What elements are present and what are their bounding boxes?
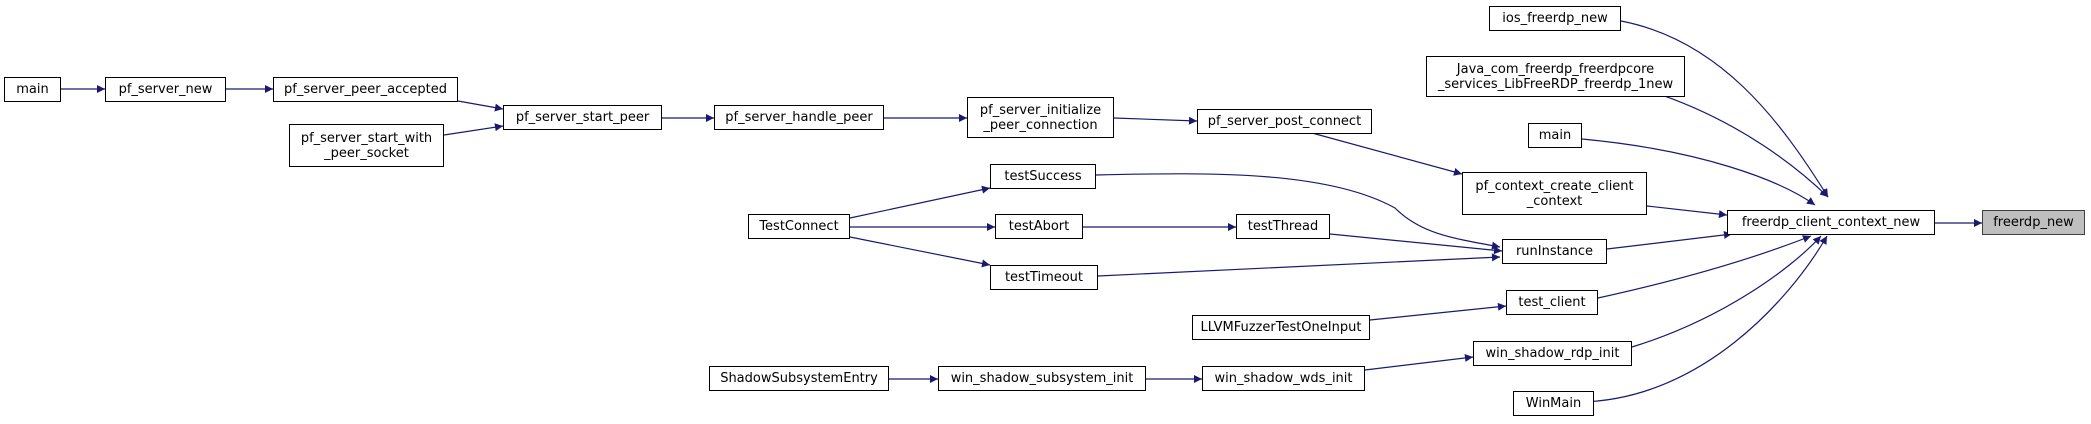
edge-ios-freerdp-new-to-client-context-new	[1620, 20, 1829, 198]
edge-wds-init-to-rdp-init	[1364, 353, 1474, 371]
node-pf-server-post-connect[interactable]: pf_server_post_connect	[1197, 109, 1372, 134]
edge-initialize-peer-connection-to-post-connect	[1113, 116, 1198, 125]
node-run-instance[interactable]: runInstance	[1502, 239, 1607, 264]
node-freerdp-client-context-new[interactable]: freerdp_client_context_new	[1727, 210, 1935, 235]
edge-test-client-to-client-context-new	[1597, 235, 1812, 299]
node-pf-server-start-with-peer-socket[interactable]: pf_server_start_with _peer_socket	[289, 124, 444, 167]
node-ios-freerdp-new[interactable]: ios_freerdp_new	[1489, 6, 1621, 31]
node-freerdp-new: freerdp_new	[1982, 210, 2085, 235]
node-winmain[interactable]: WinMain	[1513, 391, 1594, 416]
edge-start-with-peer-socket-to-start-peer	[443, 123, 504, 136]
node-pf-server-start-peer[interactable]: pf_server_start_peer	[503, 105, 662, 130]
edge-winmain-to-client-context-new	[1579, 235, 1828, 403]
node-llvm-fuzzer-test-one-input[interactable]: LLVMFuzzerTestOneInput	[1192, 315, 1370, 340]
edge-post-connect-to-create-client-context	[1311, 132, 1463, 176]
node-test-timeout[interactable]: testTimeout	[990, 265, 1098, 290]
node-win-shadow-wds-init[interactable]: win_shadow_wds_init	[1202, 366, 1365, 391]
node-test-success[interactable]: testSuccess	[990, 164, 1096, 189]
edge-run-instance-to-client-context-new	[1606, 230, 1733, 250]
node-main-right[interactable]: main	[1528, 123, 1582, 148]
node-test-client[interactable]: test_client	[1506, 290, 1598, 315]
node-pf-context-create-client-context[interactable]: pf_context_create_client _context	[1462, 172, 1647, 215]
node-test-abort[interactable]: testAbort	[995, 214, 1083, 239]
edge-llvm-fuzzer-to-test-client	[1369, 302, 1507, 321]
node-test-connect[interactable]: TestConnect	[748, 214, 850, 239]
edge-test-success-to-run-instance	[1095, 173, 1501, 250]
edge-java-freerdp-new-to-client-context-new	[1649, 90, 1829, 198]
node-java-freerdp-new[interactable]: Java_com_freerdp_freerdpcore _services_L…	[1426, 56, 1685, 97]
node-win-shadow-subsystem-init[interactable]: win_shadow_subsystem_init	[938, 366, 1146, 391]
node-shadow-subsystem-entry[interactable]: ShadowSubsystemEntry	[709, 366, 889, 391]
node-pf-server-initialize-peer-connection[interactable]: pf_server_initialize _peer_connection	[967, 97, 1114, 138]
edge-peer-accepted-to-start-peer	[457, 100, 504, 112]
edge-test-connect-to-test-success	[849, 185, 991, 219]
edge-main-right-to-client-context-new	[1581, 138, 1816, 206]
edge-test-timeout-to-run-instance	[1097, 253, 1501, 277]
edge-create-client-context-to-client-context-new	[1646, 205, 1728, 219]
node-pf-server-handle-peer[interactable]: pf_server_handle_peer	[714, 105, 884, 130]
node-win-shadow-rdp-init[interactable]: win_shadow_rdp_init	[1473, 341, 1632, 366]
node-test-thread[interactable]: testThread	[1236, 214, 1330, 239]
edge-test-connect-to-test-timeout	[849, 236, 991, 268]
node-pf-server-new[interactable]: pf_server_new	[105, 77, 226, 102]
edge-rdp-init-to-client-context-new	[1631, 235, 1822, 348]
node-main-left[interactable]: main	[4, 77, 61, 102]
node-pf-server-peer-accepted[interactable]: pf_server_peer_accepted	[273, 77, 458, 102]
edge-test-thread-to-run-instance	[1329, 233, 1503, 255]
